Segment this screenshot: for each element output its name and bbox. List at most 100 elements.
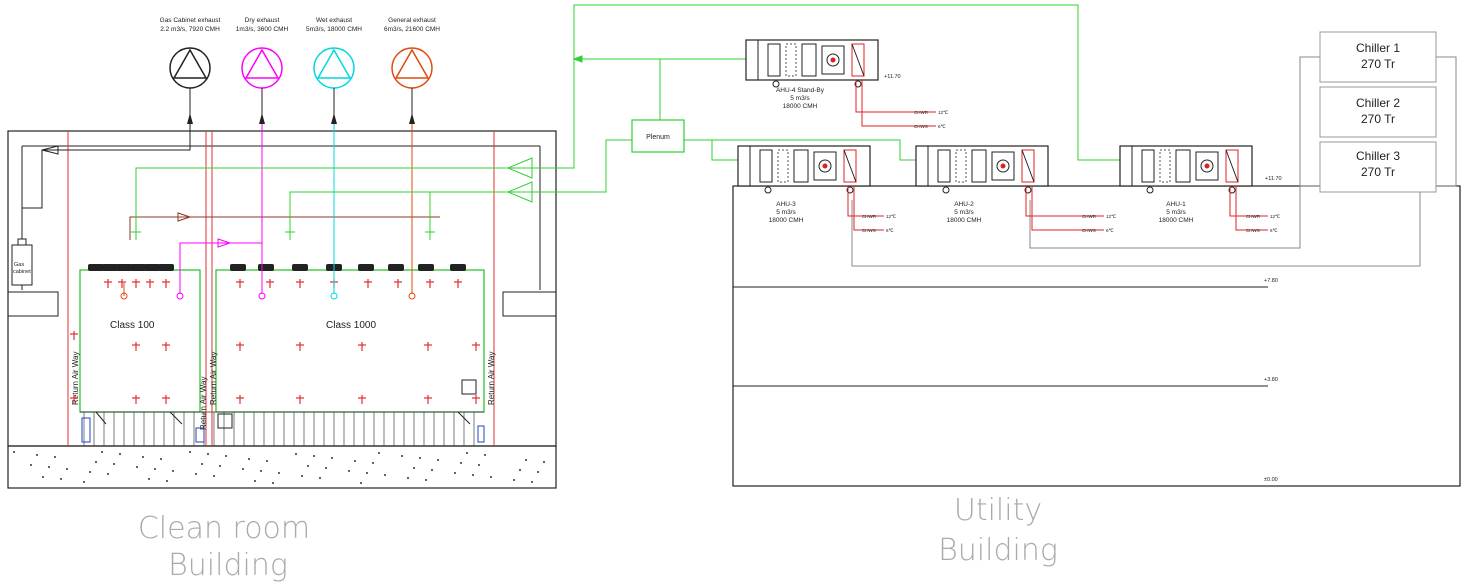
supply-ducts <box>560 4 1120 193</box>
class-100-room <box>79 269 201 413</box>
gas-cabinet: Gas cabinet <box>11 238 33 286</box>
ffu-unit <box>130 264 146 271</box>
diffuser-marker <box>394 279 402 288</box>
ffu-unit <box>258 264 274 271</box>
ffu-unit <box>158 264 174 271</box>
svg-text:5 m3/s: 5 m3/s <box>1166 209 1186 216</box>
svg-text:Building: Building <box>168 548 288 583</box>
chiller-bank: Chiller 1 270 Tr Chiller 2 270 Tr Chille… <box>1299 31 1457 193</box>
svg-text:6℃: 6℃ <box>886 228 895 233</box>
diffuser-marker <box>472 395 480 404</box>
ffu-unit <box>450 264 466 271</box>
diffuser-marker <box>132 395 140 404</box>
dry-exhaust-fan: Dry exhaust 1m3/s, 3600 CMH <box>236 17 289 115</box>
svg-text:6℃: 6℃ <box>1106 228 1115 233</box>
general-exhaust-fan: General exhaust 6m3/s, 21600 CMH <box>384 17 440 115</box>
svg-text:CHWS: CHWS <box>914 124 928 129</box>
gas-cabinet-label: Gas <box>14 262 24 268</box>
svg-text:18000 CMH: 18000 CMH <box>947 217 982 224</box>
ffu-unit <box>418 264 434 271</box>
ground-hatch <box>13 451 545 484</box>
diffuser-marker <box>236 395 244 404</box>
diffuser-marker <box>70 331 78 340</box>
diffuser-marker <box>132 342 140 351</box>
class-1000-room <box>215 269 485 413</box>
svg-text:CHWS: CHWS <box>1246 228 1260 233</box>
diffuser-marker <box>358 342 366 351</box>
ffu-unit <box>88 264 104 271</box>
svg-text:AHU-2: AHU-2 <box>954 201 974 208</box>
svg-text:5 m3/s: 5 m3/s <box>954 209 974 216</box>
svg-text:18000 CMH: 18000 CMH <box>783 103 818 110</box>
diffuser-marker <box>358 395 366 404</box>
svg-text:5m3/s, 18000 CMH: 5m3/s, 18000 CMH <box>306 26 362 33</box>
diffuser-marker <box>472 342 480 351</box>
svg-text:CHWS: CHWS <box>1082 228 1096 233</box>
ffu-unit <box>144 264 160 271</box>
return-air-way-label-1: Return Air Way <box>71 352 80 406</box>
level-marker: +11.70 <box>1265 176 1282 182</box>
svg-text:12℃: 12℃ <box>1106 214 1117 219</box>
diffuser-marker <box>104 279 112 288</box>
diffuser-marker <box>70 395 78 404</box>
diffuser-marker <box>162 395 170 404</box>
svg-text:Chiller 3: Chiller 3 <box>1356 149 1400 163</box>
ffu-unit <box>358 264 374 271</box>
diffuser-marker <box>296 395 304 404</box>
svg-text:5 m3/s: 5 m3/s <box>790 95 810 102</box>
return-air-way-label-4: Return Air Way <box>487 352 496 406</box>
diffuser-marker <box>132 279 140 288</box>
svg-text:Gas Cabinet exhaust: Gas Cabinet exhaust <box>160 17 221 24</box>
svg-text:CHWR: CHWR <box>914 110 929 115</box>
svg-text:18000 CMH: 18000 CMH <box>1159 217 1194 224</box>
chiller-1: Chiller 1 270 Tr <box>1319 31 1437 83</box>
svg-text:12℃: 12℃ <box>886 214 897 219</box>
ground-slab <box>7 445 557 489</box>
class-1000-label: Class 1000 <box>326 320 376 331</box>
ffu-unit <box>116 264 132 271</box>
level-marker: +11.70 <box>884 74 901 80</box>
svg-text:Chiller 1: Chiller 1 <box>1356 41 1400 55</box>
diffuser-marker <box>426 279 434 288</box>
cleanroom-building: Return Air Way Return Air Way Return Air… <box>7 113 560 489</box>
wet-exhaust-fan: Wet exhaust 5m3/s, 18000 CMH <box>306 17 362 115</box>
plenum-box: Plenum <box>631 119 685 153</box>
diffuser-marker <box>424 395 432 404</box>
svg-text:AHU-1: AHU-1 <box>1166 201 1186 208</box>
svg-text:270 Tr: 270 Tr <box>1361 165 1395 179</box>
svg-text:Wet exhaust: Wet exhaust <box>316 17 352 24</box>
chiller-2: Chiller 2 270 Tr <box>1319 86 1437 138</box>
diffuser-marker <box>364 279 372 288</box>
svg-text:AHU-4 Stand-By: AHU-4 Stand-By <box>776 87 825 94</box>
diffuser-marker <box>162 279 170 288</box>
svg-text:2.2 m3/s, 7920 CMH: 2.2 m3/s, 7920 CMH <box>160 26 220 33</box>
return-air-way-label-3: Return Air Way <box>209 352 218 406</box>
svg-text:6℃: 6℃ <box>1270 228 1279 233</box>
svg-text:270 Tr: 270 Tr <box>1361 112 1395 126</box>
diffuser-marker <box>296 342 304 351</box>
ffu-unit <box>292 264 308 271</box>
return-air-way-label-2: Return Air Way <box>199 377 208 431</box>
cleanroom-caption: Clean room Building <box>138 511 310 583</box>
svg-text:12℃: 12℃ <box>938 110 949 115</box>
chiller-3: Chiller 3 270 Tr <box>1319 141 1437 193</box>
svg-text:CHWS: CHWS <box>862 228 876 233</box>
ffu-unit <box>388 264 404 271</box>
diffuser-marker <box>236 279 244 288</box>
svg-text:5 m3/s: 5 m3/s <box>776 209 796 216</box>
svg-text:AHU-3: AHU-3 <box>776 201 796 208</box>
svg-text:Chiller 2: Chiller 2 <box>1356 96 1400 110</box>
diffuser-marker <box>424 342 432 351</box>
diffuser-marker <box>454 279 462 288</box>
diffuser-marker <box>296 279 304 288</box>
svg-text:270 Tr: 270 Tr <box>1361 57 1395 71</box>
svg-text:1m3/s, 3600 CMH: 1m3/s, 3600 CMH <box>236 26 289 33</box>
level-markers: +11.70 +11.70 +7.80 +3.80 ±0.00 <box>884 74 1282 483</box>
svg-text:cabinet: cabinet <box>13 269 31 275</box>
svg-text:6℃: 6℃ <box>938 124 947 129</box>
ffu-unit <box>230 264 246 271</box>
svg-text:General exhaust: General exhaust <box>388 17 436 24</box>
